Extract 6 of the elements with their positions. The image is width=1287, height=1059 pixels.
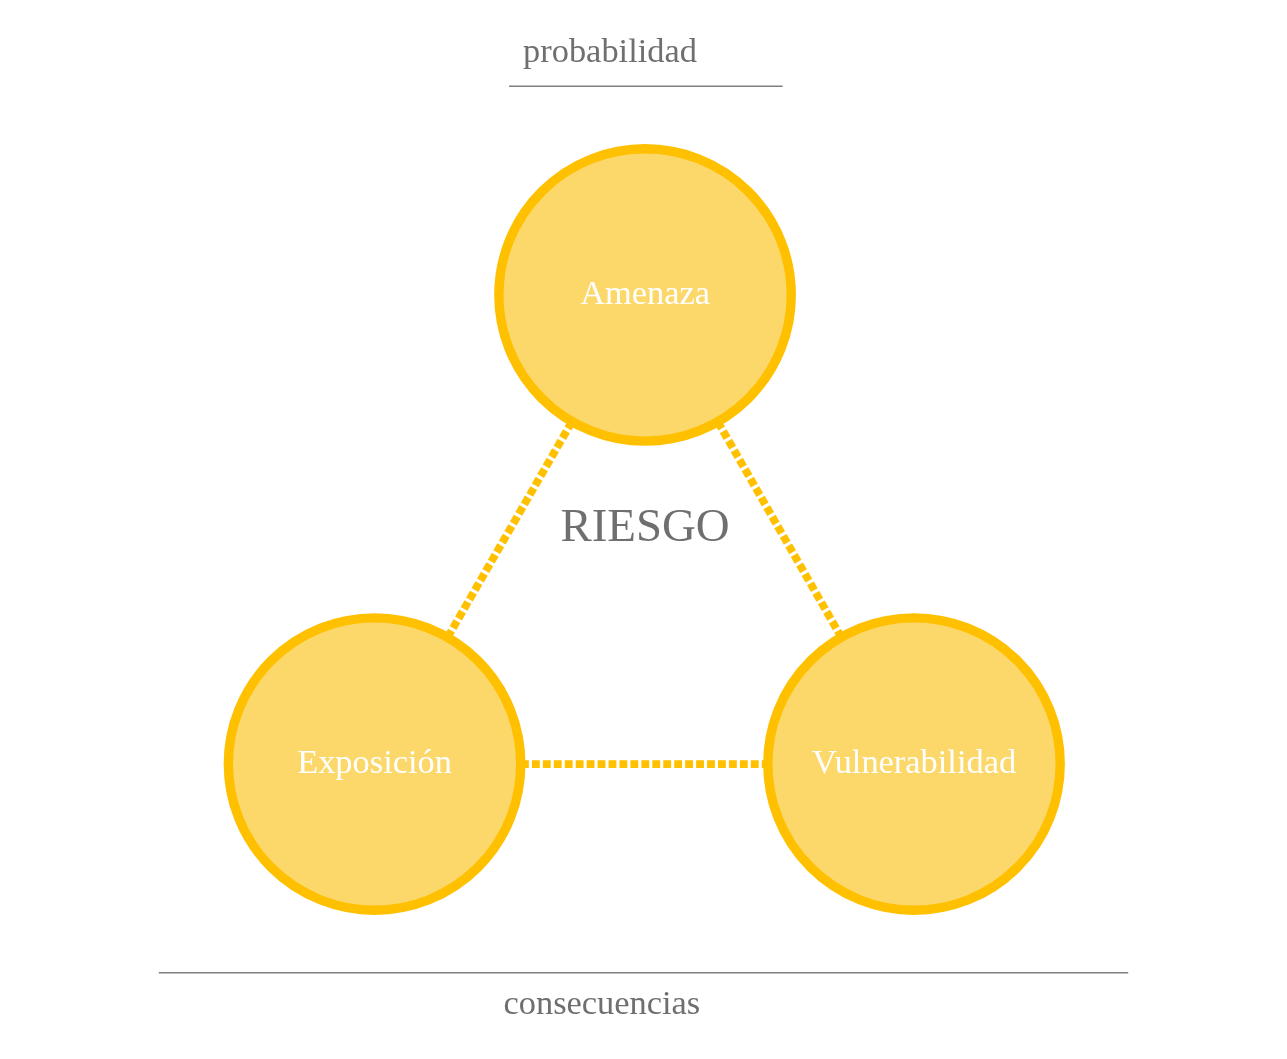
label: consecuencias: [503, 983, 701, 1022]
node-circle: Amenaza: [494, 144, 796, 446]
node-circle: Vulnerabilidad: [763, 613, 1065, 915]
node-circle: Exposición: [223, 613, 526, 915]
label: probabilidad: [523, 31, 697, 70]
label: RIESGO: [560, 499, 730, 552]
